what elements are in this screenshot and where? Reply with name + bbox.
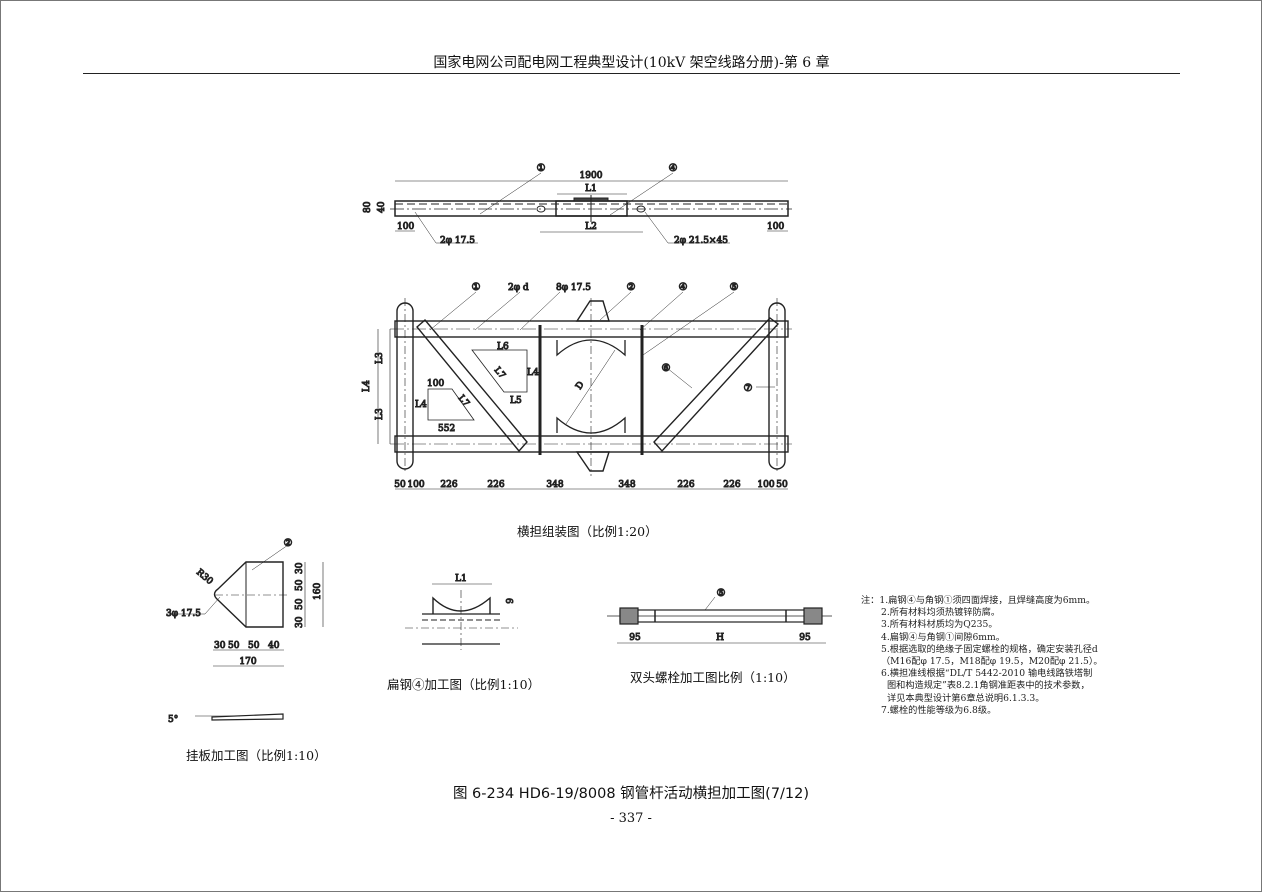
- page-number: - 337 -: [610, 811, 652, 826]
- part-marker-5: ⑤: [730, 282, 739, 293]
- dim-40: 40: [377, 201, 387, 213]
- assembly-view: ① 2φ d 8φ 17.5 ② ④ ⑤ ⑥ ⑦ L3 L3 L4 L6 L7 …: [362, 282, 792, 491]
- dim-95-left: 95: [629, 633, 641, 643]
- dim-30: 30: [214, 641, 226, 651]
- note-item: 7.螺栓的性能等级为6.8级。: [881, 704, 997, 716]
- dim-d: D: [574, 380, 586, 392]
- stud-bolt-caption: 双头螺栓加工图比例（1:10）: [630, 670, 796, 685]
- note-item: 6.横担准线根据“DL/T 5442-2010 输电线路铁塔制: [881, 668, 1093, 680]
- dim-bottom: 226: [440, 480, 457, 490]
- dim-l1: L1: [455, 574, 467, 584]
- part-marker-7: ⑦: [744, 383, 753, 394]
- hole-spec-8: 8φ 17.5: [556, 283, 591, 293]
- dim-l5: L5: [510, 396, 522, 406]
- hanger-plate-drawing: ② R30 3φ 17.5 30 50 50 30 160 30 50 50 4…: [166, 538, 324, 726]
- dim-bottom: 100: [407, 480, 424, 490]
- note-item: 2.所有材料均须热镀锌防腐。: [881, 607, 1001, 619]
- dim-552: 552: [438, 424, 455, 434]
- part-marker-6: ⑥: [662, 363, 671, 374]
- assembly-caption: 横担组装图（比例1:20）: [517, 524, 658, 539]
- note-item: 4.扁钢④与角钢①间隙6mm。: [881, 631, 1005, 643]
- note-line: 注：1.扁钢④与角钢①须四面焊接，且焊缝高度为6mm。: [861, 595, 1103, 607]
- dim-l3-lower: L3: [375, 408, 385, 420]
- dim-50: 50: [248, 641, 260, 651]
- dim-right-100: 100: [767, 222, 784, 232]
- part-marker-5: ⑤: [717, 588, 726, 599]
- dim-bottom: 226: [677, 480, 694, 490]
- note-item: 图和构造规定”表8.2.1角钢准距表中的技术参数，: [887, 680, 1090, 692]
- part-marker-1: ①: [537, 163, 546, 174]
- notes-block: 注：1.扁钢④与角钢①须四面焊接，且焊缝高度为6mm。 2.所有材料均须热镀锌防…: [861, 595, 1103, 717]
- hole-spec-a: 2φ 17.5: [440, 236, 475, 246]
- dim-50: 50: [295, 579, 305, 591]
- part-marker-2: ②: [284, 538, 293, 549]
- flat-steel-drawing: L1 6: [405, 574, 518, 650]
- dim-r30: R30: [194, 568, 215, 588]
- dim-angle: 5°: [168, 715, 178, 725]
- dim-6: 6: [503, 598, 513, 604]
- dim-l4: L4: [362, 380, 372, 392]
- hole-spec-d: 2φ d: [508, 283, 529, 293]
- dim-bottom: 50: [394, 480, 406, 490]
- dim-left-100: 100: [397, 222, 414, 232]
- note-item: 1.扁钢④与角钢①须四面焊接，且焊缝高度为6mm。: [879, 595, 1096, 606]
- hole-spec-b: 2φ 21.5×45: [674, 236, 728, 246]
- dim-bottom: 100: [757, 480, 774, 490]
- dim-bottom: 348: [546, 480, 563, 490]
- dim-50: 50: [295, 598, 305, 610]
- note-item: 详见本典型设计第6章总说明6.1.3.3。: [887, 692, 1045, 704]
- dim-bottom: 226: [723, 480, 740, 490]
- dim-160: 160: [313, 583, 323, 600]
- dim-bottom: 226: [487, 480, 504, 490]
- dim-80: 80: [363, 201, 373, 213]
- dim-50: 50: [228, 641, 240, 651]
- dim-95-right: 95: [799, 633, 811, 643]
- dim-1900: 1900: [580, 171, 603, 181]
- flat-steel-caption: 扁钢④加工图（比例1:10）: [387, 677, 541, 692]
- dim-l4-c: L4: [415, 400, 427, 410]
- dim-40: 40: [268, 641, 280, 651]
- dim-bottom: 50: [776, 480, 788, 490]
- dim-170: 170: [239, 657, 256, 667]
- dim-l7-b: L7: [456, 394, 471, 410]
- notes-prefix: 注：: [861, 595, 880, 606]
- part-marker-1: ①: [472, 282, 481, 293]
- dim-l1: L1: [585, 184, 597, 194]
- dim-100: 100: [427, 379, 444, 389]
- dim-30: 30: [295, 562, 305, 574]
- note-item: （M16配φ 17.5，M18配φ 19.5，M20配φ 21.5）。: [881, 656, 1103, 668]
- hanger-plate-caption: 挂板加工图（比例1:10）: [186, 748, 327, 763]
- note-item: 3.所有材料材质均为Q235。: [881, 619, 998, 631]
- dim-30: 30: [295, 616, 305, 628]
- dim-bottom: 348: [618, 480, 635, 490]
- dim-l3-upper: L3: [375, 352, 385, 364]
- dim-l4-b: L4: [527, 368, 539, 378]
- part-marker-2: ②: [627, 282, 636, 293]
- top-view-beam: ① ④ 1900 L1 L2 80 40 100 100 2φ 17.5 2φ …: [363, 163, 792, 247]
- part-marker-4: ④: [669, 163, 678, 174]
- page-header: 国家电网公司配电网工程典型设计(10kV 架空线路分册)-第 6 章: [433, 55, 830, 71]
- figure-caption: 图 6-234 HD6-19/8008 钢管杆活动横担加工图(7/12): [452, 786, 810, 802]
- stud-bolt-drawing: ⑤ 95 H 95: [607, 588, 832, 644]
- hole-spec: 3φ 17.5: [166, 609, 201, 619]
- part-marker-4: ④: [679, 282, 688, 293]
- dim-l2: L2: [585, 222, 597, 232]
- dim-l6: L6: [497, 342, 509, 352]
- header-rule: [83, 73, 1180, 74]
- dim-h: H: [716, 633, 724, 643]
- note-item: 5.根据选取的绝缘子固定螺栓的规格，确定安装孔径d: [881, 643, 1098, 655]
